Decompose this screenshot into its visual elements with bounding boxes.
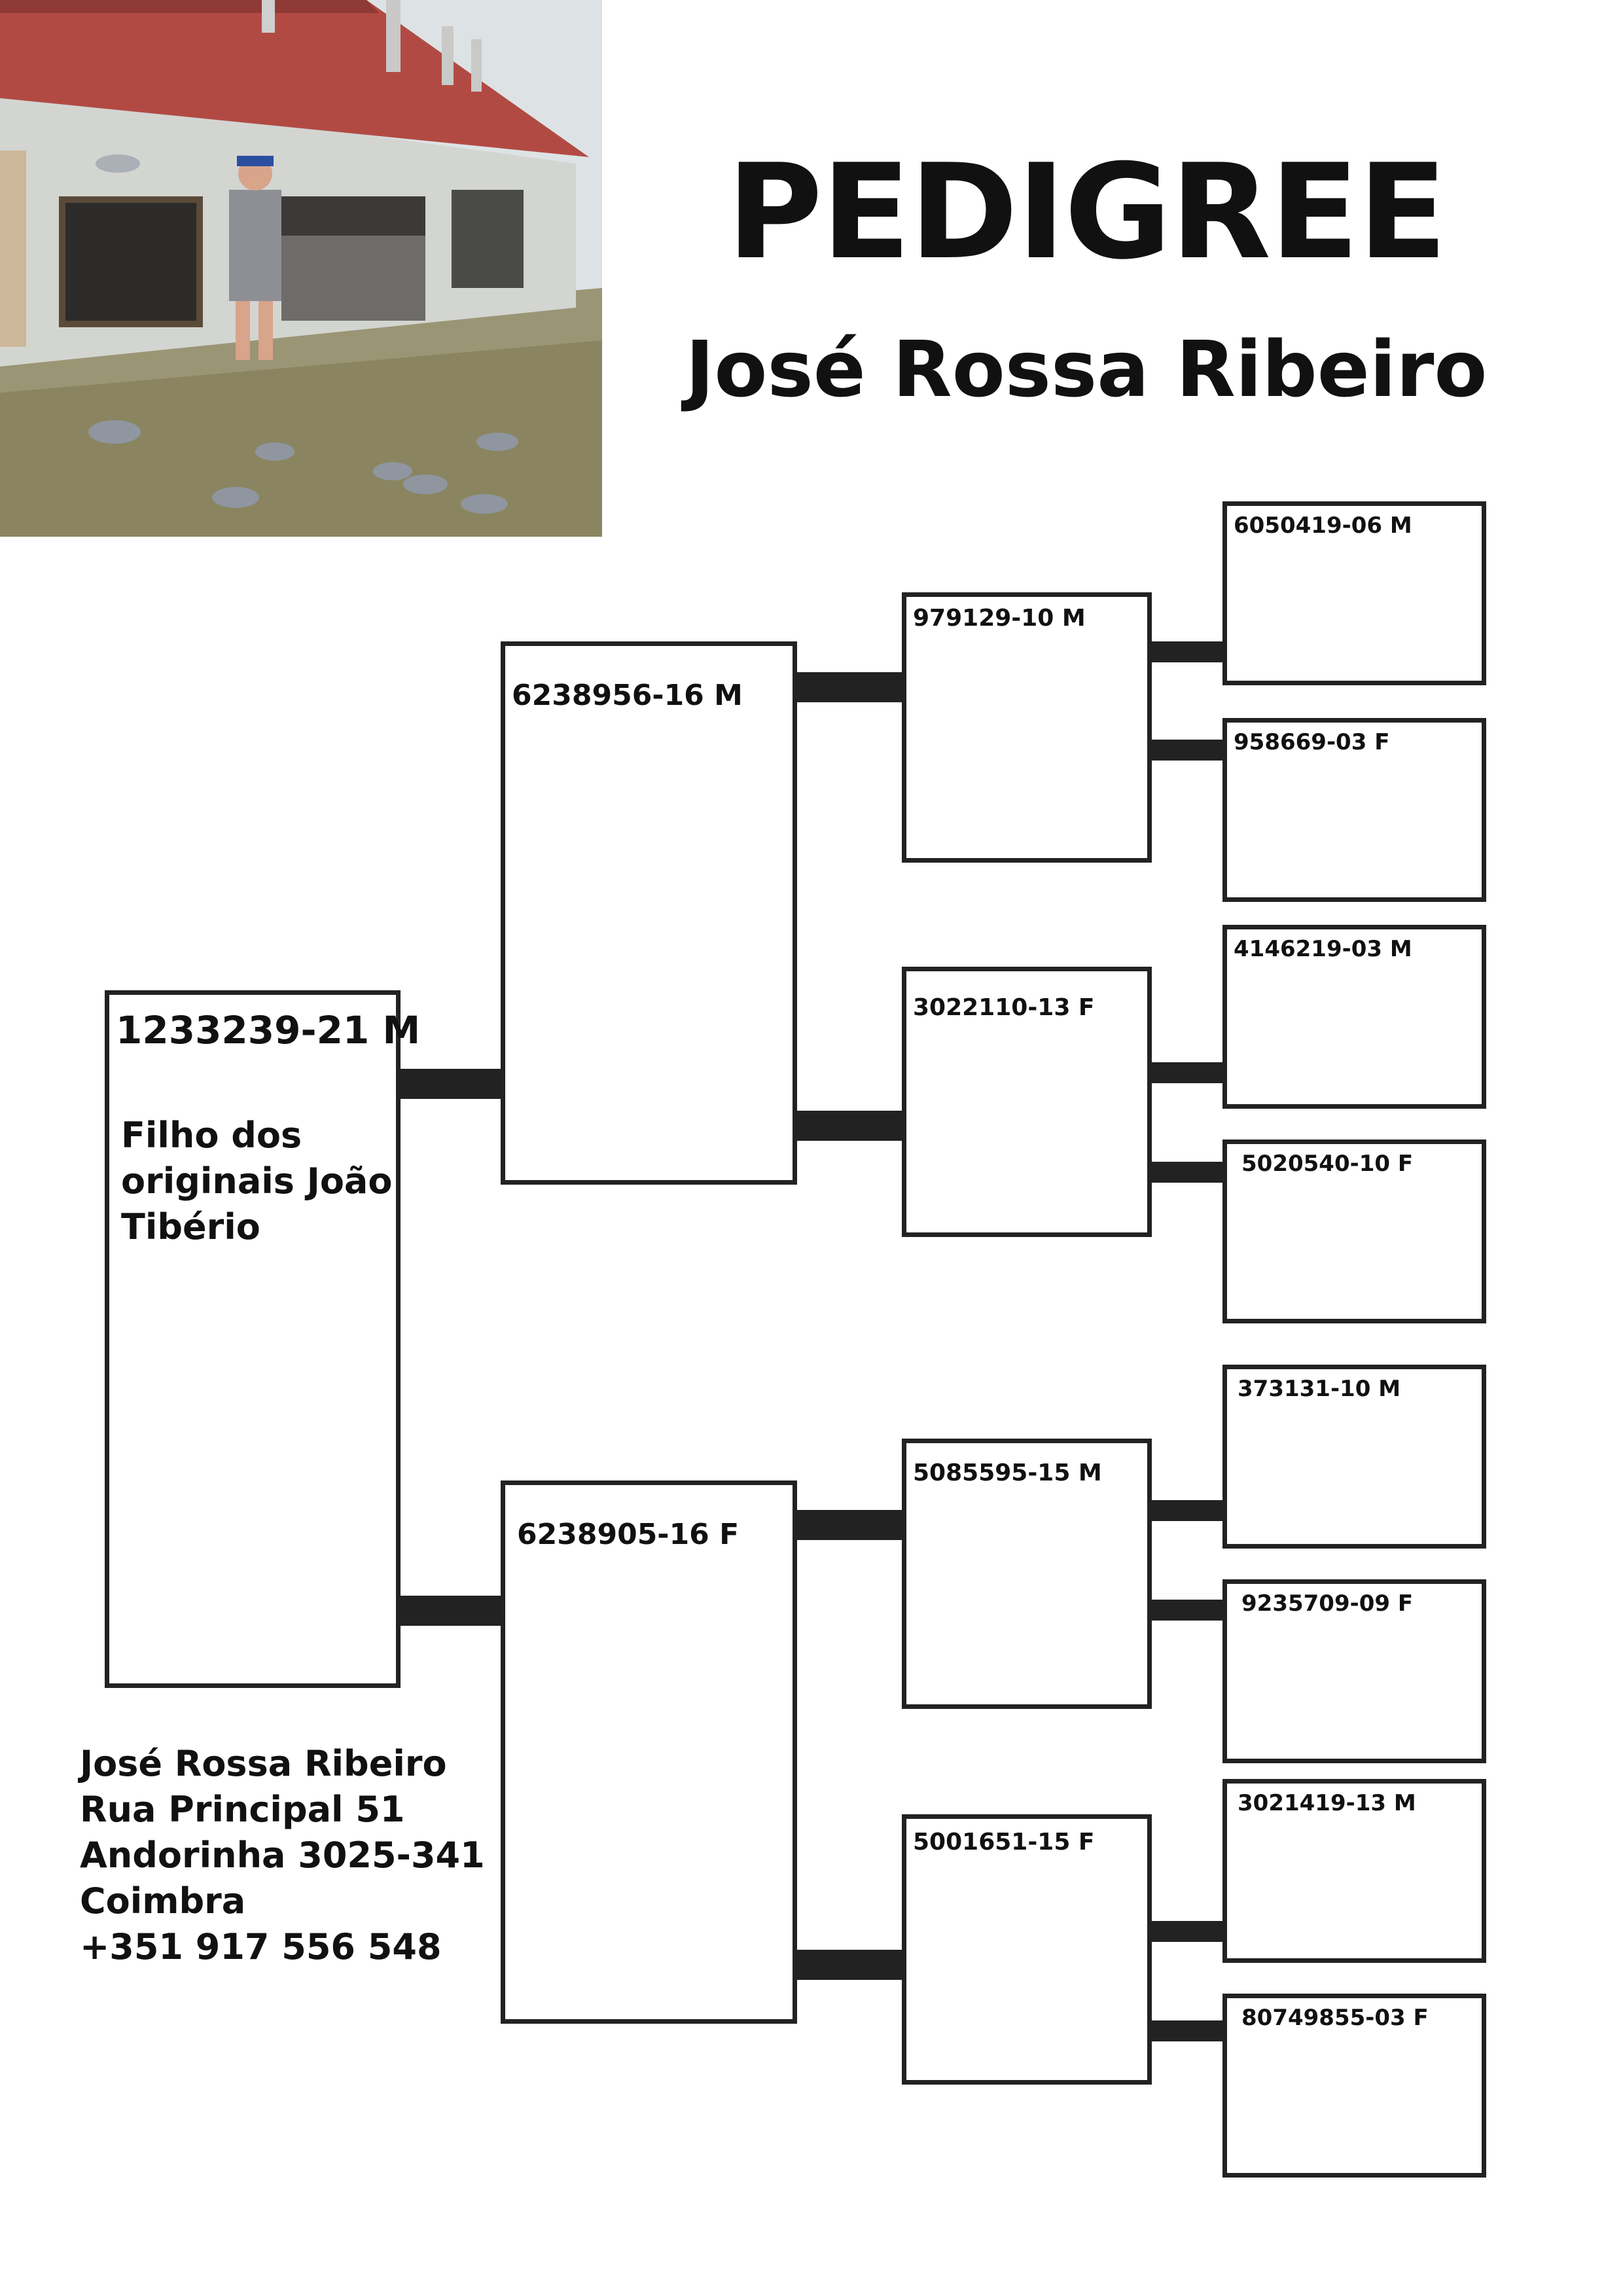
- great-grandparent-id: 9235709-09 F: [1241, 1590, 1414, 1617]
- great-grandparent-id: 373131-10 M: [1238, 1376, 1401, 1402]
- grandparent-id: 5085595-15 M: [913, 1460, 1102, 1486]
- connector-sire-gp1: [797, 672, 905, 702]
- dam-id: 6238905-16 F: [517, 1518, 740, 1551]
- contact-block: José Rossa Ribeiro Rua Principal 51 Ando…: [80, 1741, 485, 1970]
- great-grandparent-id: 958669-03 F: [1234, 729, 1390, 755]
- connector-gp1-ggp2: [1152, 740, 1226, 761]
- connector-gp1-ggp1: [1152, 641, 1226, 662]
- contact-name: José Rossa Ribeiro: [80, 1743, 447, 1784]
- connector-gp4-ggp7: [1152, 1921, 1226, 1942]
- connector-sire-gp2: [797, 1111, 905, 1141]
- connector-subject-sire: [401, 1069, 504, 1099]
- connector-dam-gp4: [797, 1950, 905, 1980]
- subject-box: 1233239-21 M Filho dos originais João Ti…: [105, 990, 420, 1688]
- subject-note: Filho dos originais João Tibério: [121, 1115, 393, 1247]
- great-grandparent-id: 80749855-03 F: [1241, 2005, 1429, 2031]
- great-grandparent-box: 5020540-10 F: [1222, 1139, 1486, 1323]
- great-grandparent-id: 4146219-03 M: [1234, 936, 1412, 962]
- great-grandparent-id: 6050419-06 M: [1234, 512, 1412, 539]
- contact-phone: +351 917 556 548: [80, 1926, 442, 1967]
- great-grandparent-box: 4146219-03 M: [1222, 925, 1486, 1109]
- great-grandparent-box: 80749855-03 F: [1222, 1994, 1486, 2178]
- connector-gp4-ggp8: [1152, 2020, 1226, 2041]
- subject-id: 1233239-21 M: [116, 1008, 421, 1052]
- grandparent-box: 979129-10 M: [902, 592, 1152, 863]
- connector-dam-gp3: [797, 1510, 905, 1540]
- grandparent-box: 5085595-15 M: [902, 1439, 1152, 1709]
- grandparent-box: 5001651-15 F: [902, 1814, 1152, 2085]
- contact-locality: Andorinha 3025-341: [80, 1835, 485, 1876]
- grandparent-id: 979129-10 M: [913, 605, 1086, 632]
- connector-gp2-ggp4: [1152, 1162, 1226, 1183]
- great-grandparent-box: 9235709-09 F: [1222, 1579, 1486, 1763]
- loft-photo-illustration: [0, 0, 602, 537]
- great-grandparent-id: 3021419-13 M: [1238, 1790, 1416, 1816]
- loft-photo: [0, 0, 602, 537]
- connector-gp3-ggp5: [1152, 1500, 1226, 1521]
- sire-box: 6238956-16 M: [501, 641, 797, 1185]
- great-grandparent-box: 373131-10 M: [1222, 1365, 1486, 1549]
- owner-name: José Rossa Ribeiro: [685, 324, 1488, 414]
- great-grandparent-box: 958669-03 F: [1222, 718, 1486, 902]
- contact-city: Coimbra: [80, 1880, 246, 1922]
- great-grandparent-box: 6050419-06 M: [1222, 501, 1486, 685]
- connector-subject-dam: [401, 1596, 504, 1626]
- connector-gp2-ggp3: [1152, 1062, 1226, 1083]
- contact-street: Rua Principal 51: [80, 1789, 405, 1830]
- grandparent-box: 3022110-13 F: [902, 967, 1152, 1237]
- dam-box: 6238905-16 F: [501, 1480, 797, 2024]
- page-title: PEDIGREE: [726, 136, 1447, 289]
- grandparent-id: 3022110-13 F: [913, 994, 1095, 1021]
- great-grandparent-box: 3021419-13 M: [1222, 1779, 1486, 1963]
- connector-gp3-ggp6: [1152, 1600, 1226, 1621]
- grandparent-id: 5001651-15 F: [913, 1829, 1095, 1856]
- sire-id: 6238956-16 M: [512, 679, 743, 712]
- great-grandparent-id: 5020540-10 F: [1241, 1151, 1414, 1177]
